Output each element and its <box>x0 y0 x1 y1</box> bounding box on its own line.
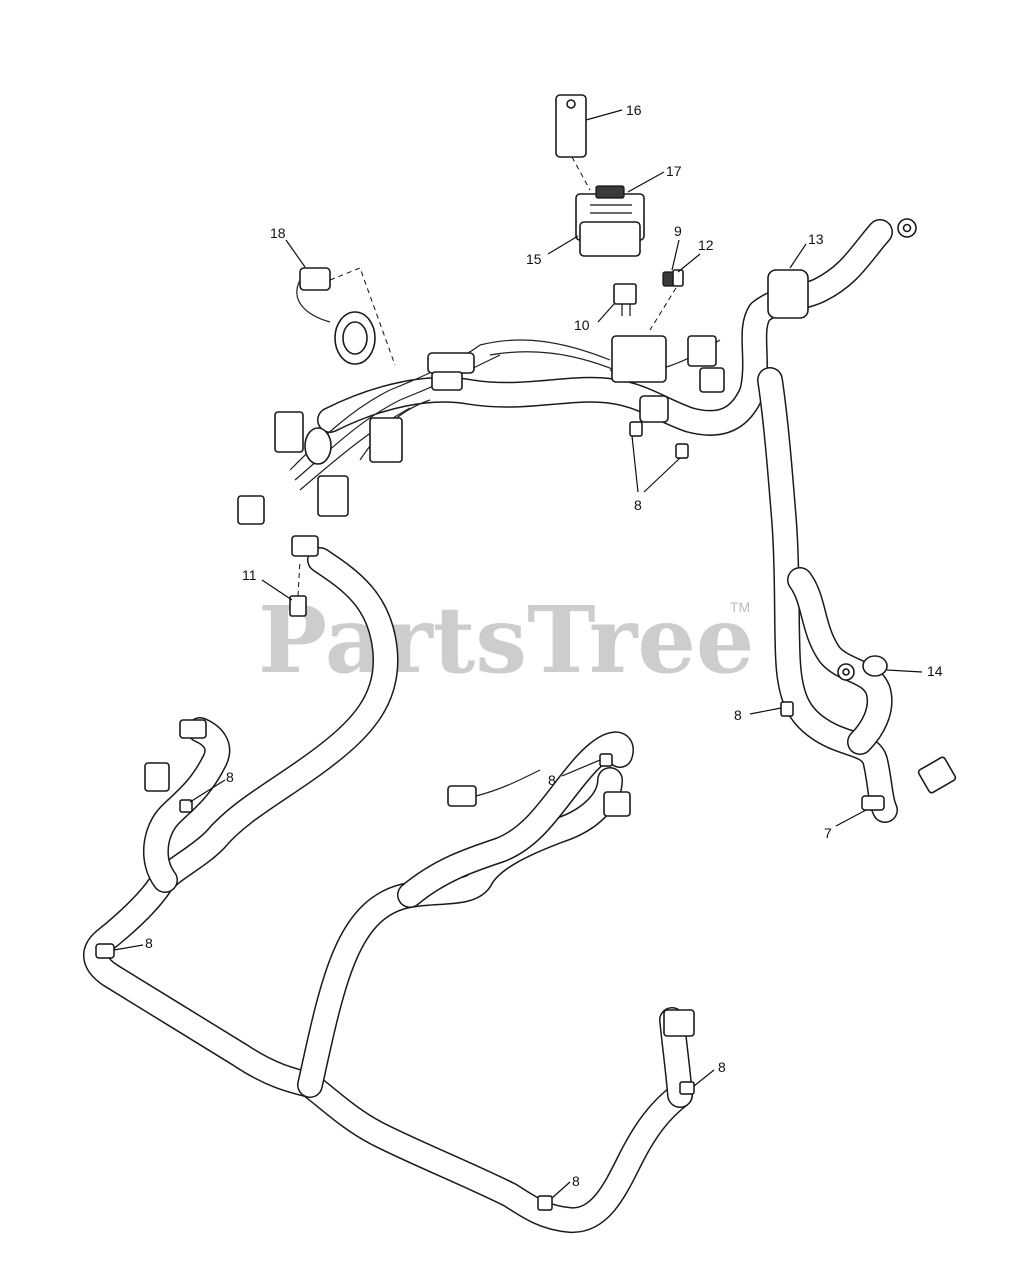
callout-7: 7 <box>824 825 832 841</box>
fuse-block-15-17 <box>555 94 645 257</box>
callout-18: 18 <box>270 225 286 241</box>
callout-17: 17 <box>666 163 682 179</box>
relay-10 <box>613 283 637 316</box>
connector-bottom-right <box>663 1009 695 1037</box>
connector-lower-center <box>447 769 631 817</box>
callout-13: 13 <box>808 231 824 247</box>
callout-8-top: 8 <box>634 497 642 513</box>
leader-lines <box>113 109 923 1199</box>
connector-lower-left <box>144 719 207 792</box>
callout-12: 12 <box>698 237 714 253</box>
callout-8-far-left: 8 <box>145 935 153 951</box>
connector-block-center <box>611 335 725 423</box>
callout-10: 10 <box>574 317 590 333</box>
callout-9: 9 <box>674 223 682 239</box>
callout-16: 16 <box>626 102 642 118</box>
clip-11 <box>289 559 307 617</box>
fuse-9-12 <box>649 269 684 331</box>
cable-clips <box>95 421 885 1211</box>
callout-15: 15 <box>526 251 542 267</box>
callout-8-bottom-right: 8 <box>718 1059 726 1075</box>
callout-8-right: 8 <box>734 707 742 723</box>
callouts: 16 17 15 18 9 12 10 13 8 11 14 8 7 8 8 8… <box>145 102 943 1189</box>
callout-11: 11 <box>242 567 257 583</box>
boot-13 <box>767 269 809 319</box>
ring-connector-18 <box>296 267 396 366</box>
connector-cluster-left <box>237 352 475 557</box>
watermark-text: PartsTree <box>258 586 754 694</box>
connector-7 <box>917 756 957 794</box>
callout-8-left: 8 <box>226 769 234 785</box>
harness-main <box>83 219 898 1233</box>
callout-8-center: 8 <box>548 772 556 788</box>
terminal-14 <box>837 655 888 681</box>
callout-8-bottom: 8 <box>572 1173 580 1189</box>
ring-terminal-top <box>897 218 917 238</box>
watermark-tm: TM <box>730 599 750 615</box>
callout-14: 14 <box>927 663 943 679</box>
